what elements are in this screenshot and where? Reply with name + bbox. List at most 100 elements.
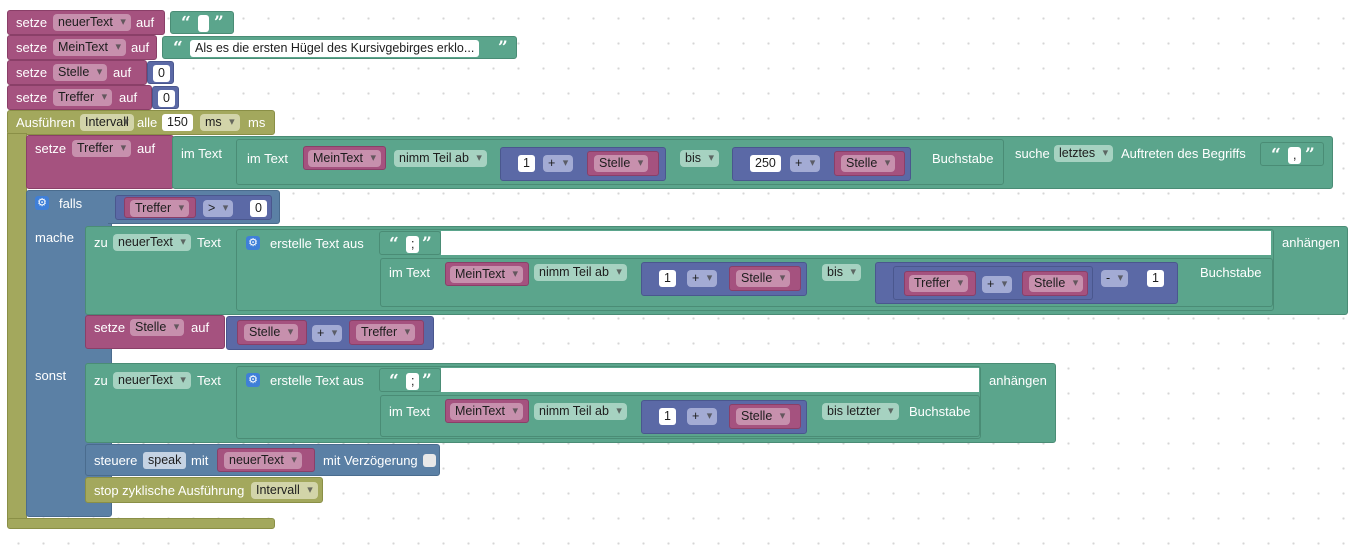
delay-checkbox[interactable] (423, 454, 436, 467)
variable-dropdown-meintext[interactable]: MeinText (450, 266, 524, 283)
text-literal-meintext[interactable]: “ Als es die ersten Hügel des Kursivgebi… (162, 36, 517, 59)
bis-dropdown[interactable]: bis (822, 264, 861, 281)
nimm-teil-ab-dropdown[interactable]: nimm Teil ab (394, 150, 487, 167)
compare-operator-dropdown[interactable]: > (203, 200, 234, 217)
stop-keyword: stop zyklische Ausführung (94, 483, 245, 498)
variable-getter-stelle[interactable]: Stelle (587, 151, 659, 176)
variable-dropdown-stelle[interactable]: Stelle (53, 64, 108, 81)
set-neuertext-block[interactable]: setze neuerText auf (7, 10, 165, 35)
text-literal-empty[interactable]: “ ” (170, 11, 234, 34)
variable-getter-stelle[interactable]: Stelle (1022, 271, 1088, 296)
stelle-init-field[interactable]: 0 (153, 65, 170, 82)
set-treffer-search-block[interactable]: setze Treffer auf (26, 135, 174, 189)
interval-unit-dropdown[interactable]: ms (200, 114, 240, 131)
set-keyword: setze (16, 90, 48, 105)
variable-getter-neuertext[interactable]: neuerText (217, 448, 315, 472)
set-meintext-block[interactable]: setze MeinText auf (7, 35, 157, 60)
variable-dropdown-meintext[interactable]: MeinText (450, 403, 524, 420)
comma-field[interactable]: , (1288, 147, 1302, 164)
empty-text-field[interactable] (198, 15, 209, 32)
stop-interval-block[interactable]: stop zyklische Ausführung Intervall (85, 477, 323, 503)
quote-close: ” (422, 371, 432, 391)
set-treffer-block[interactable]: setze Treffer auf (7, 85, 152, 110)
variable-dropdown-neuertext[interactable]: neuerText (224, 452, 302, 469)
set-stelle-block[interactable]: setze Stelle auf (7, 60, 147, 85)
set-stelle-sum-block[interactable]: setze Stelle auf (85, 315, 225, 349)
plus-operator-dropdown[interactable]: + (312, 325, 343, 342)
variable-dropdown-stelle[interactable]: Stelle (244, 324, 299, 341)
semicolon-field[interactable]: ; (406, 373, 420, 390)
variable-dropdown-meintext[interactable]: MeinText (53, 39, 127, 56)
minus-operator-dropdown[interactable]: - (1101, 270, 1129, 287)
number-field-1[interactable]: 1 (659, 408, 676, 425)
anhaengen-keyword: anhängen (989, 373, 1047, 388)
variable-dropdown-treffer[interactable]: Treffer (130, 200, 190, 217)
quote-open: “ (181, 13, 191, 33)
bis-letzter-dropdown[interactable]: bis letzter (822, 403, 899, 420)
interval-block-header[interactable]: Ausführen Intervall alle 150 ms ms (7, 110, 275, 135)
auf-keyword: auf (137, 141, 156, 156)
buchstabe-label: Buchstabe (1200, 265, 1262, 280)
interval-name-dropdown[interactable]: Intervall (80, 114, 134, 131)
variable-dropdown-stelle[interactable]: Stelle (736, 408, 791, 425)
semicolon-field[interactable]: ; (406, 236, 420, 253)
interval-name-dropdown[interactable]: Intervall (251, 482, 318, 499)
variable-getter-meintext[interactable]: MeinText (445, 399, 529, 423)
variable-getter-stelle[interactable]: Stelle (834, 151, 905, 176)
variable-dropdown-treffer[interactable]: Treffer (72, 140, 132, 157)
number-literal-treffer[interactable]: 0 (152, 86, 179, 109)
plus-operator-dropdown[interactable]: + (790, 155, 821, 172)
variable-getter-treffer[interactable]: Treffer (904, 271, 976, 296)
mutator-gear-icon[interactable]: ⚙ (246, 373, 260, 387)
variable-dropdown-stelle[interactable]: Stelle (130, 319, 185, 336)
quote-close: ” (214, 13, 224, 33)
text-literal-comma[interactable]: “ , ” (1260, 142, 1324, 166)
variable-dropdown-treffer[interactable]: Treffer (909, 275, 969, 292)
treffer-init-field[interactable]: 0 (158, 90, 175, 107)
empty-input-slot (441, 231, 1271, 255)
nimm-teil-ab-dropdown[interactable]: nimm Teil ab (534, 403, 627, 420)
variable-dropdown-neuertext[interactable]: neuerText (53, 14, 131, 31)
mit-keyword: mit (191, 453, 209, 468)
variable-dropdown-stelle[interactable]: Stelle (1029, 275, 1084, 292)
text-literal-semicolon[interactable]: “ ; ” (379, 231, 441, 255)
bis-dropdown[interactable]: bis (680, 150, 719, 167)
number-field-1[interactable]: 1 (659, 270, 676, 287)
mutator-gear-icon[interactable]: ⚙ (35, 196, 49, 210)
variable-getter-meintext[interactable]: MeinText (445, 262, 529, 286)
variable-getter-meintext[interactable]: MeinText (303, 146, 386, 170)
variable-dropdown-neuertext[interactable]: neuerText (113, 234, 191, 251)
number-field-1[interactable]: 1 (1147, 270, 1164, 287)
number-field-250[interactable]: 250 (750, 155, 781, 172)
speak-field[interactable]: speak (143, 452, 187, 469)
variable-getter-treffer[interactable]: Treffer (349, 320, 424, 345)
plus-operator-dropdown[interactable]: + (687, 408, 718, 425)
text-literal-semicolon[interactable]: “ ; ” (379, 368, 441, 392)
compare-value-field[interactable]: 0 (250, 200, 267, 217)
variable-dropdown-stelle[interactable]: Stelle (841, 155, 896, 172)
variable-dropdown-stelle[interactable]: Stelle (736, 270, 791, 287)
variable-getter-treffer[interactable]: Treffer (124, 197, 196, 218)
variable-dropdown-treffer[interactable]: Treffer (356, 324, 416, 341)
mutator-gear-icon[interactable]: ⚙ (246, 236, 260, 250)
plus-operator-dropdown[interactable]: + (982, 276, 1013, 293)
meintext-string-field[interactable]: Als es die ersten Hügel des Kursivgebirg… (190, 40, 480, 57)
quote-close: ” (1305, 145, 1315, 165)
letztes-dropdown[interactable]: letztes (1054, 145, 1114, 162)
alle-keyword: alle (137, 115, 158, 130)
plus-operator-dropdown[interactable]: + (687, 270, 718, 287)
auf-keyword: auf (131, 40, 150, 55)
interval-value-field[interactable]: 150 (162, 114, 193, 131)
variable-getter-stelle[interactable]: Stelle (729, 266, 801, 291)
variable-dropdown-treffer[interactable]: Treffer (53, 89, 113, 106)
number-field-1[interactable]: 1 (518, 155, 535, 172)
variable-dropdown-stelle[interactable]: Stelle (594, 155, 649, 172)
number-literal-stelle[interactable]: 0 (147, 61, 174, 84)
variable-dropdown-meintext[interactable]: MeinText (308, 150, 382, 167)
auf-keyword: auf (191, 320, 210, 335)
variable-dropdown-neuertext[interactable]: neuerText (113, 372, 191, 389)
variable-getter-stelle[interactable]: Stelle (237, 320, 307, 345)
plus-operator-dropdown[interactable]: + (543, 155, 574, 172)
variable-getter-stelle[interactable]: Stelle (729, 404, 801, 429)
nimm-teil-ab-dropdown[interactable]: nimm Teil ab (534, 264, 627, 281)
